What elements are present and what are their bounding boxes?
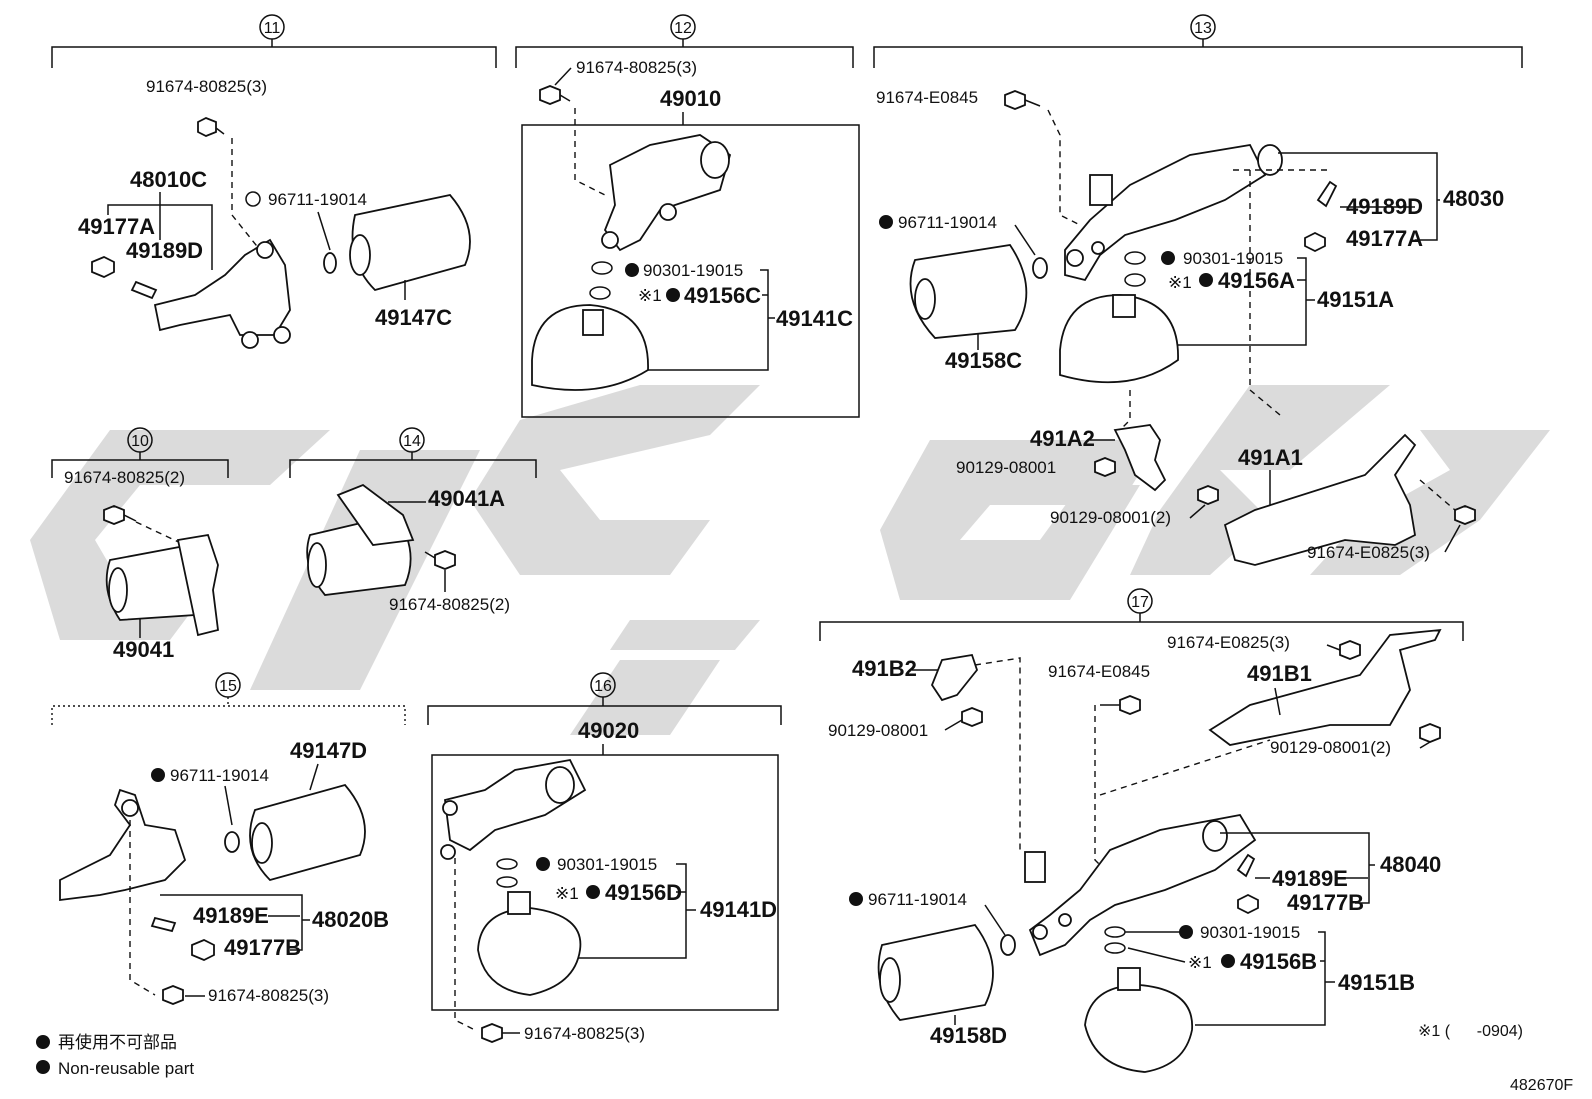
part-label[interactable]: 49151A xyxy=(1317,287,1394,312)
part-label[interactable]: 49147C xyxy=(375,305,452,330)
footnote-mark: ※1 xyxy=(1188,953,1212,972)
part-label[interactable]: 491B1 xyxy=(1247,661,1312,686)
part-label[interactable]: 49156C xyxy=(684,283,761,308)
part-label[interactable]: 91674-80825(3) xyxy=(146,77,267,96)
group-13: 13 91674-E0845 96711-19014 49158C 90301-… xyxy=(873,14,1523,566)
part-label[interactable]: 96711-19014 xyxy=(170,766,269,785)
part-label[interactable]: 49156B xyxy=(1240,949,1317,974)
part-label[interactable]: 91674-E0845 xyxy=(876,88,978,107)
part-label[interactable]: 49141C xyxy=(776,306,853,331)
part-label[interactable]: 49189E xyxy=(193,903,269,928)
part-label[interactable]: 49158D xyxy=(930,1023,1007,1048)
group-number: 15 xyxy=(219,678,237,695)
diagram-id: 482670F xyxy=(1510,1077,1573,1094)
footnote-mark: ※1 xyxy=(555,884,579,903)
group-number: 10 xyxy=(131,433,149,450)
part-label[interactable]: 90301-19015 xyxy=(1200,923,1300,942)
part-label[interactable]: 491A2 xyxy=(1030,426,1095,451)
footnote: ※1 ( -0904) xyxy=(1418,1023,1523,1040)
part-label[interactable]: 90301-19015 xyxy=(643,261,743,280)
group-number: 11 xyxy=(264,20,281,37)
part-label[interactable]: 90129-08001(2) xyxy=(1050,508,1171,527)
part-label[interactable]: 96711-19014 xyxy=(868,890,967,909)
group-number: 14 xyxy=(403,433,421,450)
part-label[interactable]: 49020 xyxy=(578,718,639,743)
part-label[interactable]: 49041A xyxy=(428,486,505,511)
group-number: 12 xyxy=(674,20,692,37)
part-label[interactable]: 49010 xyxy=(660,86,721,111)
footnote-mark: ※1 xyxy=(638,286,662,305)
part-label[interactable]: 91674-E0825(3) xyxy=(1307,543,1430,562)
part-label[interactable]: 49189E xyxy=(1272,866,1348,891)
part-label[interactable]: 49156D xyxy=(605,880,682,905)
group-15: 15 96711-19014 49147D 48020B 49189E 4917… xyxy=(51,672,406,1005)
part-label[interactable]: 49141D xyxy=(700,897,777,922)
part-label[interactable]: 91674-80825(2) xyxy=(64,468,185,487)
part-label[interactable]: 49041 xyxy=(113,637,174,662)
part-label[interactable]: 91674-80825(3) xyxy=(576,58,697,77)
legend-text-jp: 再使用不可部品 xyxy=(58,1032,177,1052)
group-12: 12 91674-80825(3) 49010 90301-19015 ※1 4… xyxy=(515,14,860,418)
group-10: 10 91674-80825(2) 49041 xyxy=(51,427,229,662)
part-label[interactable]: 49189D xyxy=(126,238,203,263)
part-label[interactable]: 90301-19015 xyxy=(557,855,657,874)
group-number: 17 xyxy=(1131,594,1149,611)
part-label[interactable]: 91674-80825(3) xyxy=(524,1024,645,1043)
part-label[interactable]: 90129-08001 xyxy=(828,721,928,740)
part-label[interactable]: 49147D xyxy=(290,738,367,763)
part-label[interactable]: 91674-E0845 xyxy=(1048,662,1150,681)
group-16: 16 49020 90301-19015 ※1 49156D 49141D 91… xyxy=(427,672,782,1043)
group-17: 17 91674-E0825(3) 491B1 90129-08001(2) 4… xyxy=(819,588,1464,1073)
part-label[interactable]: 49156A xyxy=(1218,268,1295,293)
legend-text-en: Non-reusable part xyxy=(58,1059,194,1078)
part-label[interactable]: 491A1 xyxy=(1238,445,1303,470)
group-number: 16 xyxy=(594,678,612,695)
part-label[interactable]: 91674-E0825(3) xyxy=(1167,633,1290,652)
part-label[interactable]: 96711-19014 xyxy=(268,190,367,209)
group-number: 13 xyxy=(1194,20,1212,37)
part-label[interactable]: 48040 xyxy=(1380,852,1441,877)
part-label[interactable]: 91674-80825(3) xyxy=(208,986,329,1005)
footnote-mark: ※1 xyxy=(1168,273,1192,292)
part-label[interactable]: 90129-08001 xyxy=(956,458,1056,477)
group-14: 14 49041A 91674-80825(2) xyxy=(289,427,537,614)
part-label[interactable]: 49177A xyxy=(78,214,155,239)
part-label[interactable]: 48020B xyxy=(312,907,389,932)
part-label[interactable]: 49177B xyxy=(224,935,301,960)
part-label[interactable]: 49177B xyxy=(1287,890,1364,915)
group-11: 11 91674-80825(3) 48010C 49177A 49189D 9… xyxy=(51,14,497,349)
part-label[interactable]: 96711-19014 xyxy=(898,213,997,232)
part-label[interactable]: 491B2 xyxy=(852,656,917,681)
part-label[interactable]: 90129-08001(2) xyxy=(1270,738,1391,757)
part-label[interactable]: 48010C xyxy=(130,167,207,192)
part-label[interactable]: 91674-80825(2) xyxy=(389,595,510,614)
part-label[interactable]: 49158C xyxy=(945,348,1022,373)
legend: 再使用不可部品 Non-reusable part xyxy=(36,1032,194,1078)
part-label[interactable]: 90301-19015 xyxy=(1183,249,1283,268)
part-label[interactable]: 48030 xyxy=(1443,186,1504,211)
part-label[interactable]: 49151B xyxy=(1338,970,1415,995)
part-label[interactable]: 49177A xyxy=(1346,226,1423,251)
